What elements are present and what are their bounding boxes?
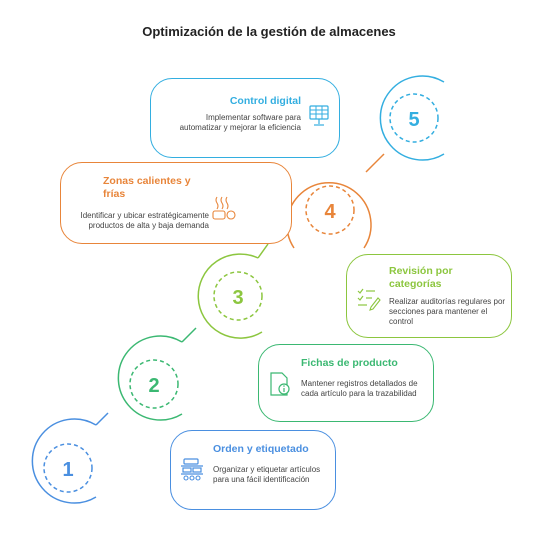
step-5-card: Control digital Implementar software par… <box>150 78 340 158</box>
step-1-title: Orden y etiquetado <box>213 443 309 455</box>
step-2-title: Fichas de producto <box>301 357 398 369</box>
step-1-number: 1 <box>62 459 73 481</box>
step-2-card: Fichas de producto Mantener registros de… <box>258 344 434 422</box>
step-2-number: 2 <box>148 375 159 397</box>
diagram-title: Optimización de la gestión de almacenes <box>142 24 396 39</box>
connector-4-5 <box>365 153 385 173</box>
connector-1-2 <box>95 412 109 426</box>
step-3-title: Revisión por categorías <box>389 265 453 290</box>
step-2-description: Mantener registros detallados de cada ar… <box>301 379 418 398</box>
shelf-icon <box>181 458 203 481</box>
step-4-card: Zonas calientes y frías Identificar y ub… <box>60 162 292 244</box>
step-4-marker: 4 <box>286 182 372 249</box>
step-3-description: Realizar auditorías regulares por seccio… <box>389 297 506 326</box>
step-1-card: Orden y etiquetado Organizar y etiquetar… <box>170 430 336 510</box>
step-5-number: 5 <box>408 109 419 131</box>
step-4-description: Identificar y ubicar estratégicamente pr… <box>80 211 209 230</box>
step-1-marker: 1 <box>31 418 97 504</box>
step-1-description: Organizar y etiquetar artículos para una… <box>213 465 321 484</box>
step-2-marker: 2 <box>117 335 183 421</box>
document-info-icon <box>270 372 290 396</box>
step-5-marker: 5 <box>379 75 445 161</box>
step-3-card: Revisión por categorías Realizar auditor… <box>346 254 512 338</box>
step-5-description: Implementar software para automatizar y … <box>179 113 301 132</box>
step-4-number: 4 <box>324 201 336 223</box>
connector-2-3 <box>181 327 197 343</box>
computer-spreadsheet-icon <box>309 105 329 126</box>
step-5-title: Control digital <box>229 95 301 107</box>
connector-3-4 <box>257 243 269 259</box>
step-4-title: Zonas calientes y frías <box>103 175 191 200</box>
step-3-marker: 3 <box>197 253 263 339</box>
step-3-number: 3 <box>232 287 243 309</box>
checklist-icon <box>357 288 381 311</box>
hot-cold-icon <box>212 196 236 220</box>
